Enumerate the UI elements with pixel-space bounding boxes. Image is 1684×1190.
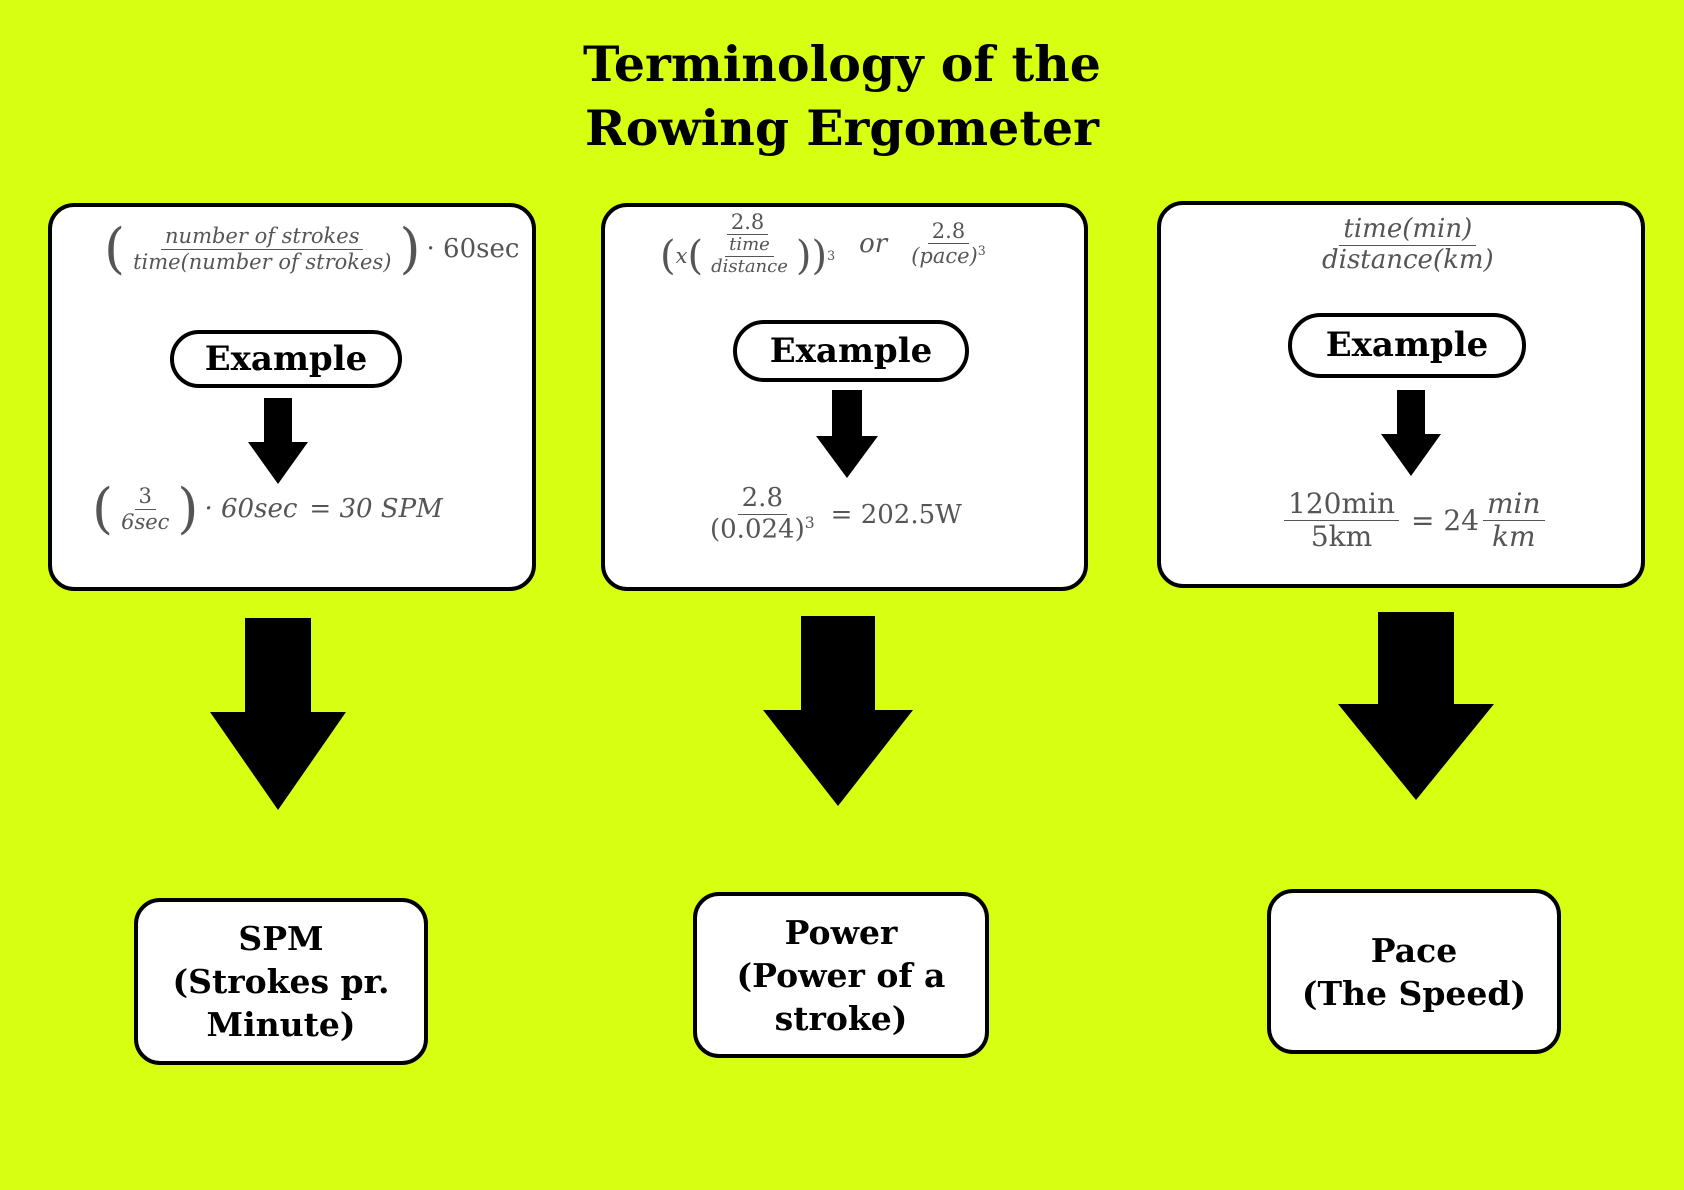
power-formula-inner-denominator: distance xyxy=(711,255,788,277)
spm-example: ( 3 6sec ) · 60sec = 30 SPM xyxy=(92,477,443,540)
page-title: Terminology of the Rowing Ergometer xyxy=(0,32,1684,160)
spm-formula: ( number of strokes time(number of strok… xyxy=(104,217,520,280)
spm-term-line-2: (Strokes pr. xyxy=(172,962,390,1001)
power-big-arrow-icon xyxy=(763,616,913,806)
pace-term-line-1: Pace xyxy=(1370,930,1458,970)
pace-term-card: Pace (The Speed) xyxy=(1267,889,1561,1054)
power-example-result: = 202.5W xyxy=(830,499,962,530)
power-term-card: Power (Power of a stroke) xyxy=(693,892,989,1058)
spm-example-denominator: 6sec xyxy=(121,509,170,534)
power-term-line-1: Power xyxy=(784,912,898,952)
power-example: 2.8 (0.024)3 = 202.5W xyxy=(702,483,962,545)
pace-formula-denominator: distance(km) xyxy=(1322,244,1494,275)
power-formula: 2.8 ( x ( time distance )) 3 or 2.8 (pac… xyxy=(660,210,986,280)
pace-example-unit-denominator: km xyxy=(1491,520,1536,554)
spm-example-numerator: 3 xyxy=(134,484,156,510)
power-formula-or: or xyxy=(859,228,888,259)
pace-formula-numerator: time(min) xyxy=(1339,214,1477,246)
power-formula-alt-exponent: 3 xyxy=(977,243,986,259)
pace-example-numerator: 120min xyxy=(1284,487,1399,522)
spm-example-factor: · 60sec xyxy=(204,494,298,524)
pace-big-arrow-icon xyxy=(1338,612,1494,800)
spm-formula-denominator: time(number of strokes) xyxy=(133,249,392,274)
power-example-denominator: (0.024) xyxy=(710,514,805,545)
spm-example-label: Example xyxy=(204,339,368,379)
power-example-exponent: 3 xyxy=(804,513,815,532)
spm-term-line-1: SPM xyxy=(238,919,324,958)
spm-formula-numerator: number of strokes xyxy=(161,224,364,250)
power-example-numerator: 2.8 xyxy=(737,483,787,515)
title-line-1: Terminology of the xyxy=(583,35,1101,93)
spm-big-arrow-icon xyxy=(210,618,346,810)
power-term-line-3: stroke) xyxy=(774,998,908,1038)
power-example-label: Example xyxy=(769,331,933,371)
spm-small-arrow-icon xyxy=(248,398,308,484)
pace-example-pill: Example xyxy=(1288,313,1526,378)
spm-formula-factor: · 60sec xyxy=(426,234,520,264)
pace-example-denominator: 5km xyxy=(1310,520,1373,554)
spm-term-card: SPM (Strokes pr. Minute) xyxy=(134,898,428,1065)
power-formula-alt-denominator: (pace) xyxy=(911,244,978,269)
power-example-pill: Example xyxy=(733,320,969,382)
pace-term-line-2: (The Speed) xyxy=(1301,973,1527,1013)
spm-formula-card xyxy=(48,203,536,591)
spm-example-pill: Example xyxy=(170,330,402,388)
pace-example-unit-numerator: min xyxy=(1482,487,1545,522)
power-formula-exponent: 3 xyxy=(827,248,836,264)
pace-formula: time(min) distance(km) xyxy=(1314,214,1502,276)
power-formula-alt-numerator: 2.8 xyxy=(927,219,970,245)
pace-example-label: Example xyxy=(1325,325,1489,365)
power-formula-x: x xyxy=(675,244,688,269)
power-formula-numerator: 2.8 xyxy=(726,210,769,236)
power-formula-inner-numerator: time xyxy=(725,234,774,257)
power-term-line-2: (Power of a xyxy=(736,955,946,995)
spm-example-result: = 30 SPM xyxy=(309,494,443,524)
pace-example-result: = 24 xyxy=(1410,504,1479,538)
power-small-arrow-icon xyxy=(816,390,878,478)
pace-small-arrow-icon xyxy=(1381,390,1441,476)
title-line-2: Rowing Ergometer xyxy=(585,99,1099,157)
pace-example: 120min 5km = 24 min km xyxy=(1280,487,1549,554)
spm-term-line-3: Minute) xyxy=(206,1005,356,1044)
